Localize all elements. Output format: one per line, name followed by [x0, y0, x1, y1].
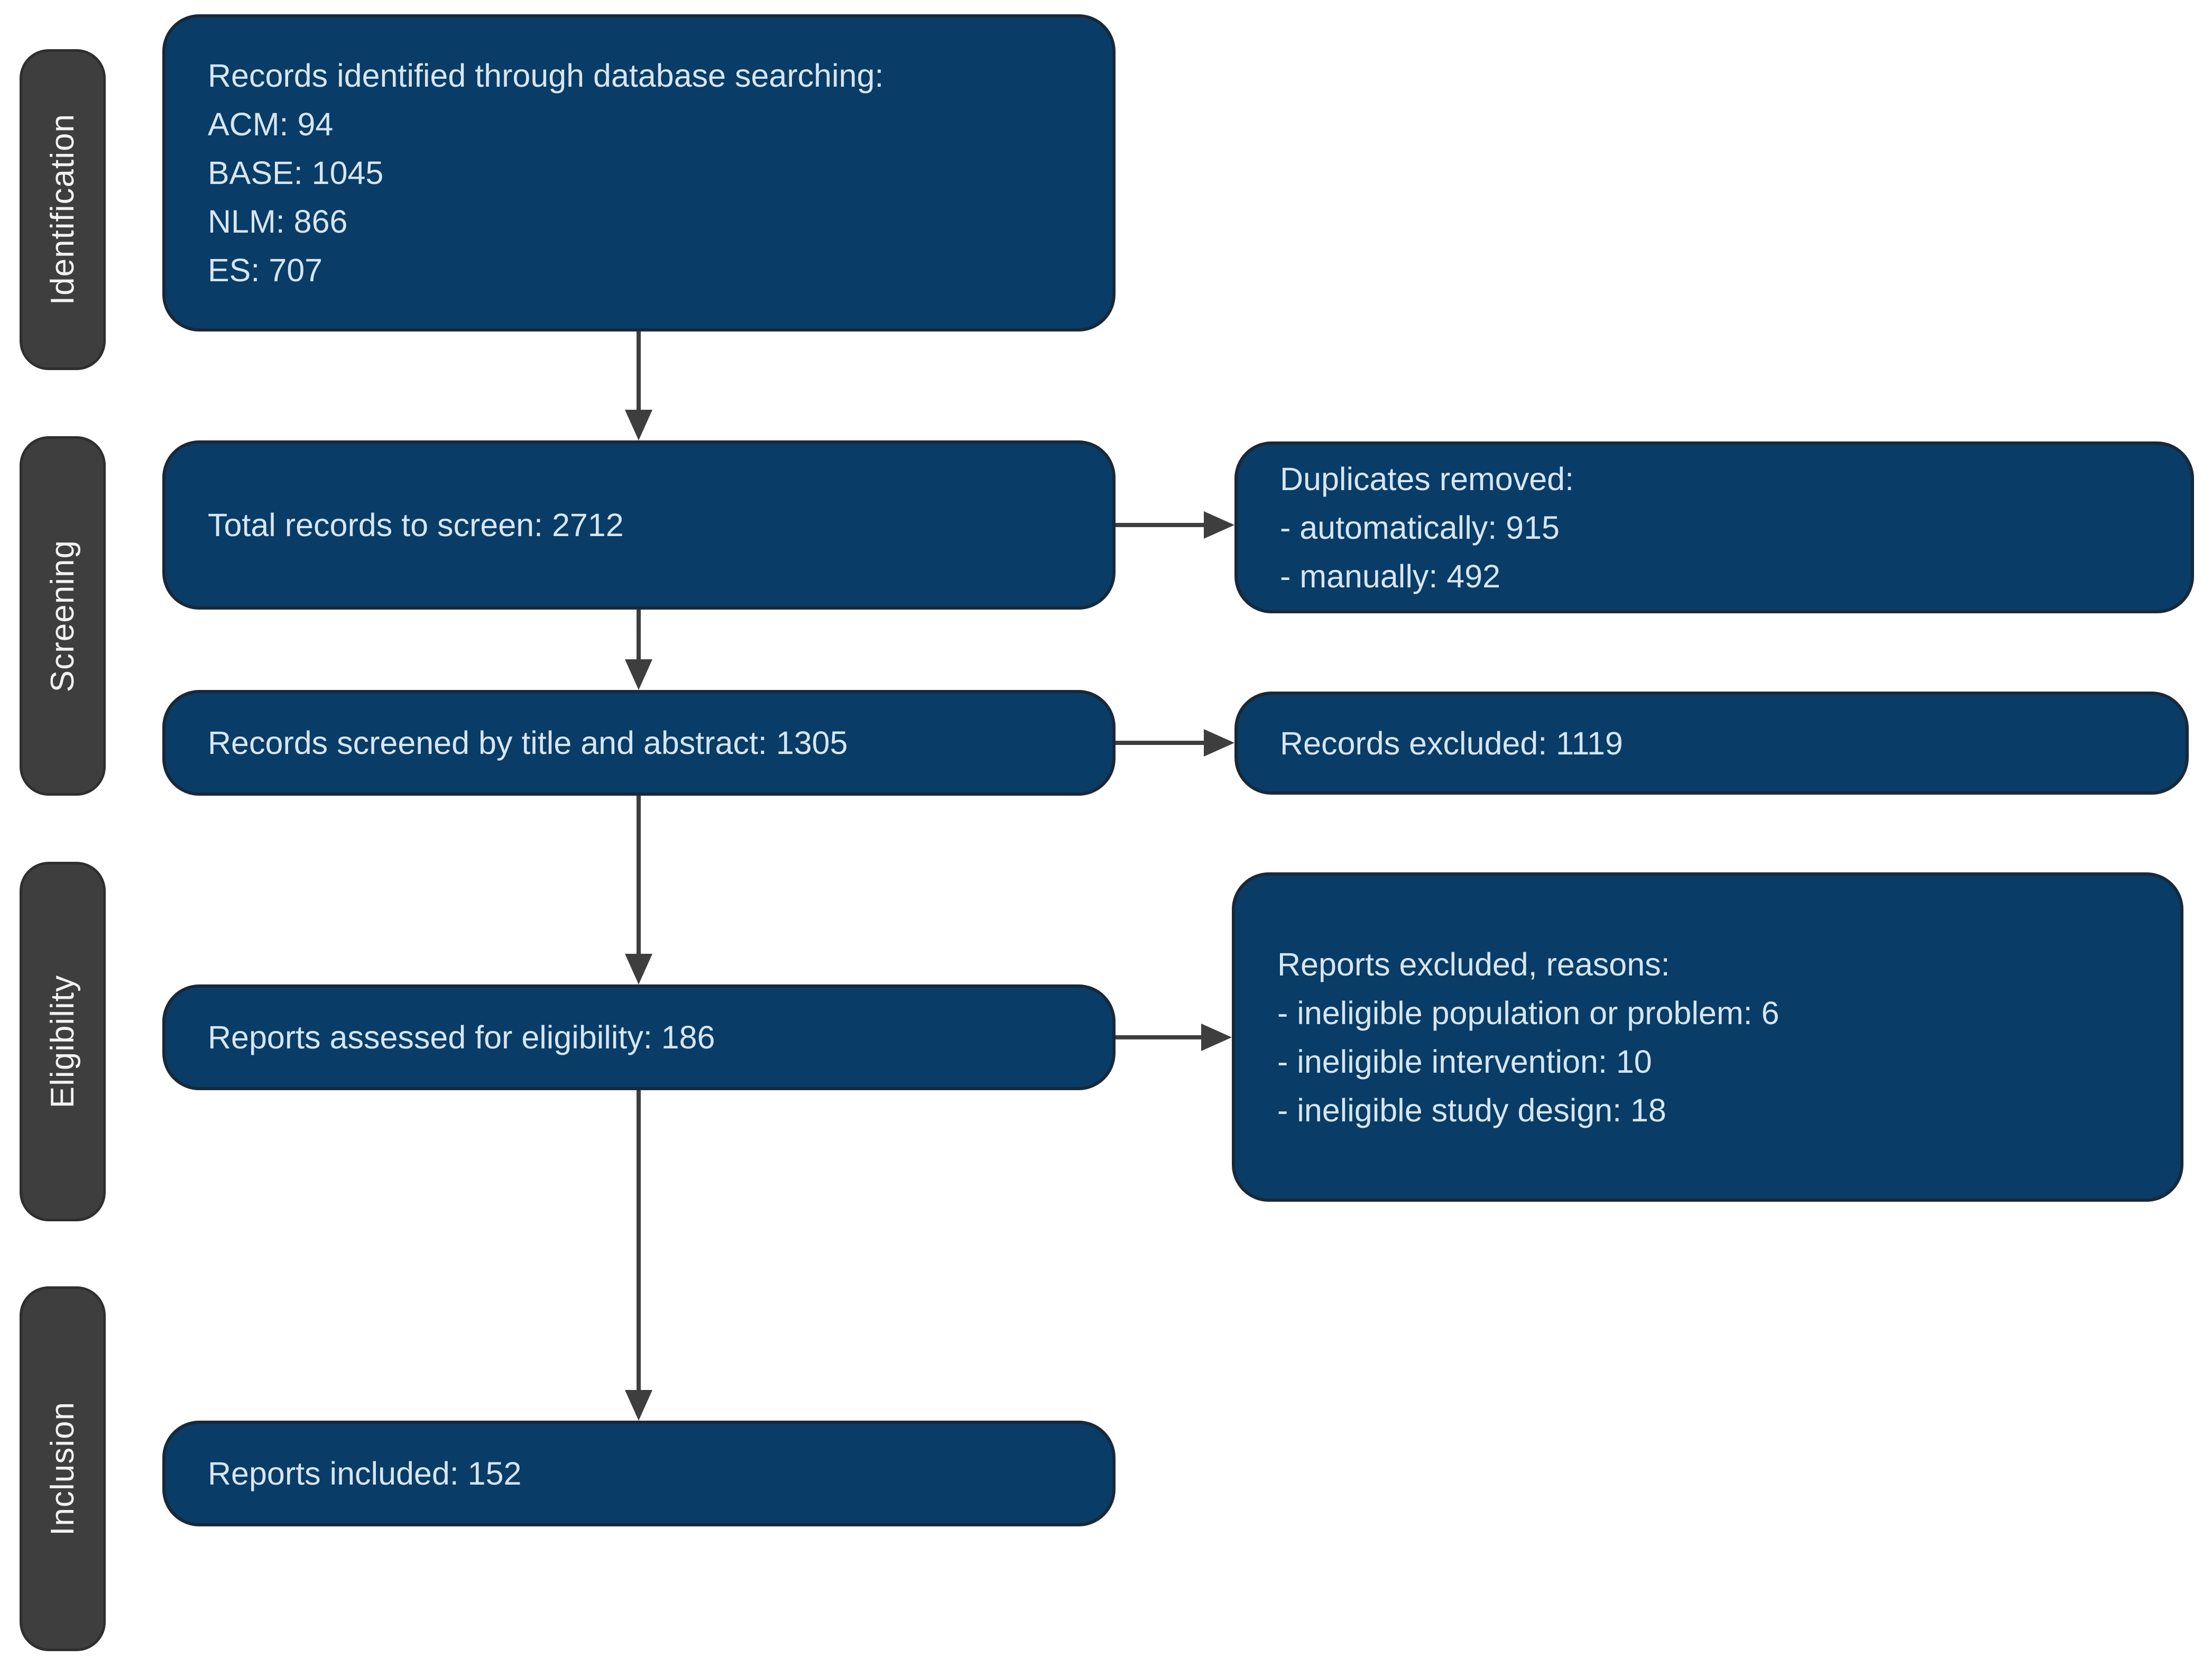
arrow-line [1116, 1035, 1203, 1039]
arrowhead-down-icon [625, 954, 652, 984]
arrow-line [637, 1090, 641, 1392]
stage-label-identification: Identification [20, 49, 106, 370]
reports-excluded-population: - ineligible population or problem: 6 [1277, 994, 1780, 1031]
arrowhead-right-icon [1201, 1024, 1232, 1051]
reports-excluded-study-design: - ineligible study design: 18 [1277, 1092, 1666, 1128]
stage-label-screening-text: Screening [44, 539, 81, 693]
duplicates-removed-title: Duplicates removed: [1280, 461, 1574, 497]
reports-included-text: Reports included: 152 [208, 1456, 522, 1491]
arrow-line [1116, 741, 1206, 745]
stage-label-inclusion: Inclusion [20, 1286, 106, 1651]
stage-label-eligibility-text: Eligibility [44, 974, 81, 1109]
arrowhead-right-icon [1204, 729, 1234, 757]
arrowhead-down-icon [625, 659, 652, 690]
box-records-excluded: Records excluded: 1119 [1234, 692, 2189, 795]
records-excluded-text: Records excluded: 1119 [1280, 725, 1623, 761]
reports-excluded-title: Reports excluded, reasons: [1277, 946, 1670, 982]
box-reports-included: Reports included: 152 [162, 1421, 1116, 1526]
arrow-line [637, 610, 641, 661]
records-identified-acm: ACM: 94 [208, 106, 334, 142]
total-records-to-screen-text: Total records to screen: 2712 [208, 507, 624, 543]
arrow-line [637, 796, 641, 956]
duplicates-removed-manually: - manually: 492 [1280, 558, 1501, 594]
records-identified-es: ES: 707 [208, 252, 323, 288]
reports-assessed-text: Reports assessed for eligibility: 186 [208, 1019, 715, 1055]
duplicates-removed-automatically: - automatically: 915 [1280, 509, 1560, 546]
arrowhead-down-icon [625, 410, 652, 440]
box-records-screened: Records screened by title and abstract: … [162, 690, 1116, 796]
records-screened-text: Records screened by title and abstract: … [208, 725, 848, 761]
arrowhead-right-icon [1204, 511, 1234, 539]
arrow-line [1116, 523, 1206, 527]
box-reports-assessed: Reports assessed for eligibility: 186 [162, 984, 1116, 1090]
box-duplicates-removed: Duplicates removed: - automatically: 915… [1234, 441, 2194, 613]
records-identified-nlm: NLM: 866 [208, 204, 348, 240]
stage-label-eligibility: Eligibility [20, 862, 106, 1221]
reports-excluded-intervention: - ineligible intervention: 10 [1277, 1043, 1652, 1080]
box-reports-excluded-reasons: Reports excluded, reasons: - ineligible … [1232, 872, 2183, 1202]
arrowhead-down-icon [625, 1390, 652, 1421]
stage-label-screening: Screening [20, 436, 106, 796]
stage-label-identification-text: Identification [44, 114, 81, 306]
box-records-identified: Records identified through database sear… [162, 14, 1116, 331]
records-identified-base: BASE: 1045 [208, 155, 384, 191]
records-identified-title: Records identified through database sear… [208, 58, 884, 94]
stage-label-inclusion-text: Inclusion [44, 1402, 81, 1536]
arrow-line [637, 331, 641, 412]
box-total-records-to-screen: Total records to screen: 2712 [162, 440, 1116, 610]
